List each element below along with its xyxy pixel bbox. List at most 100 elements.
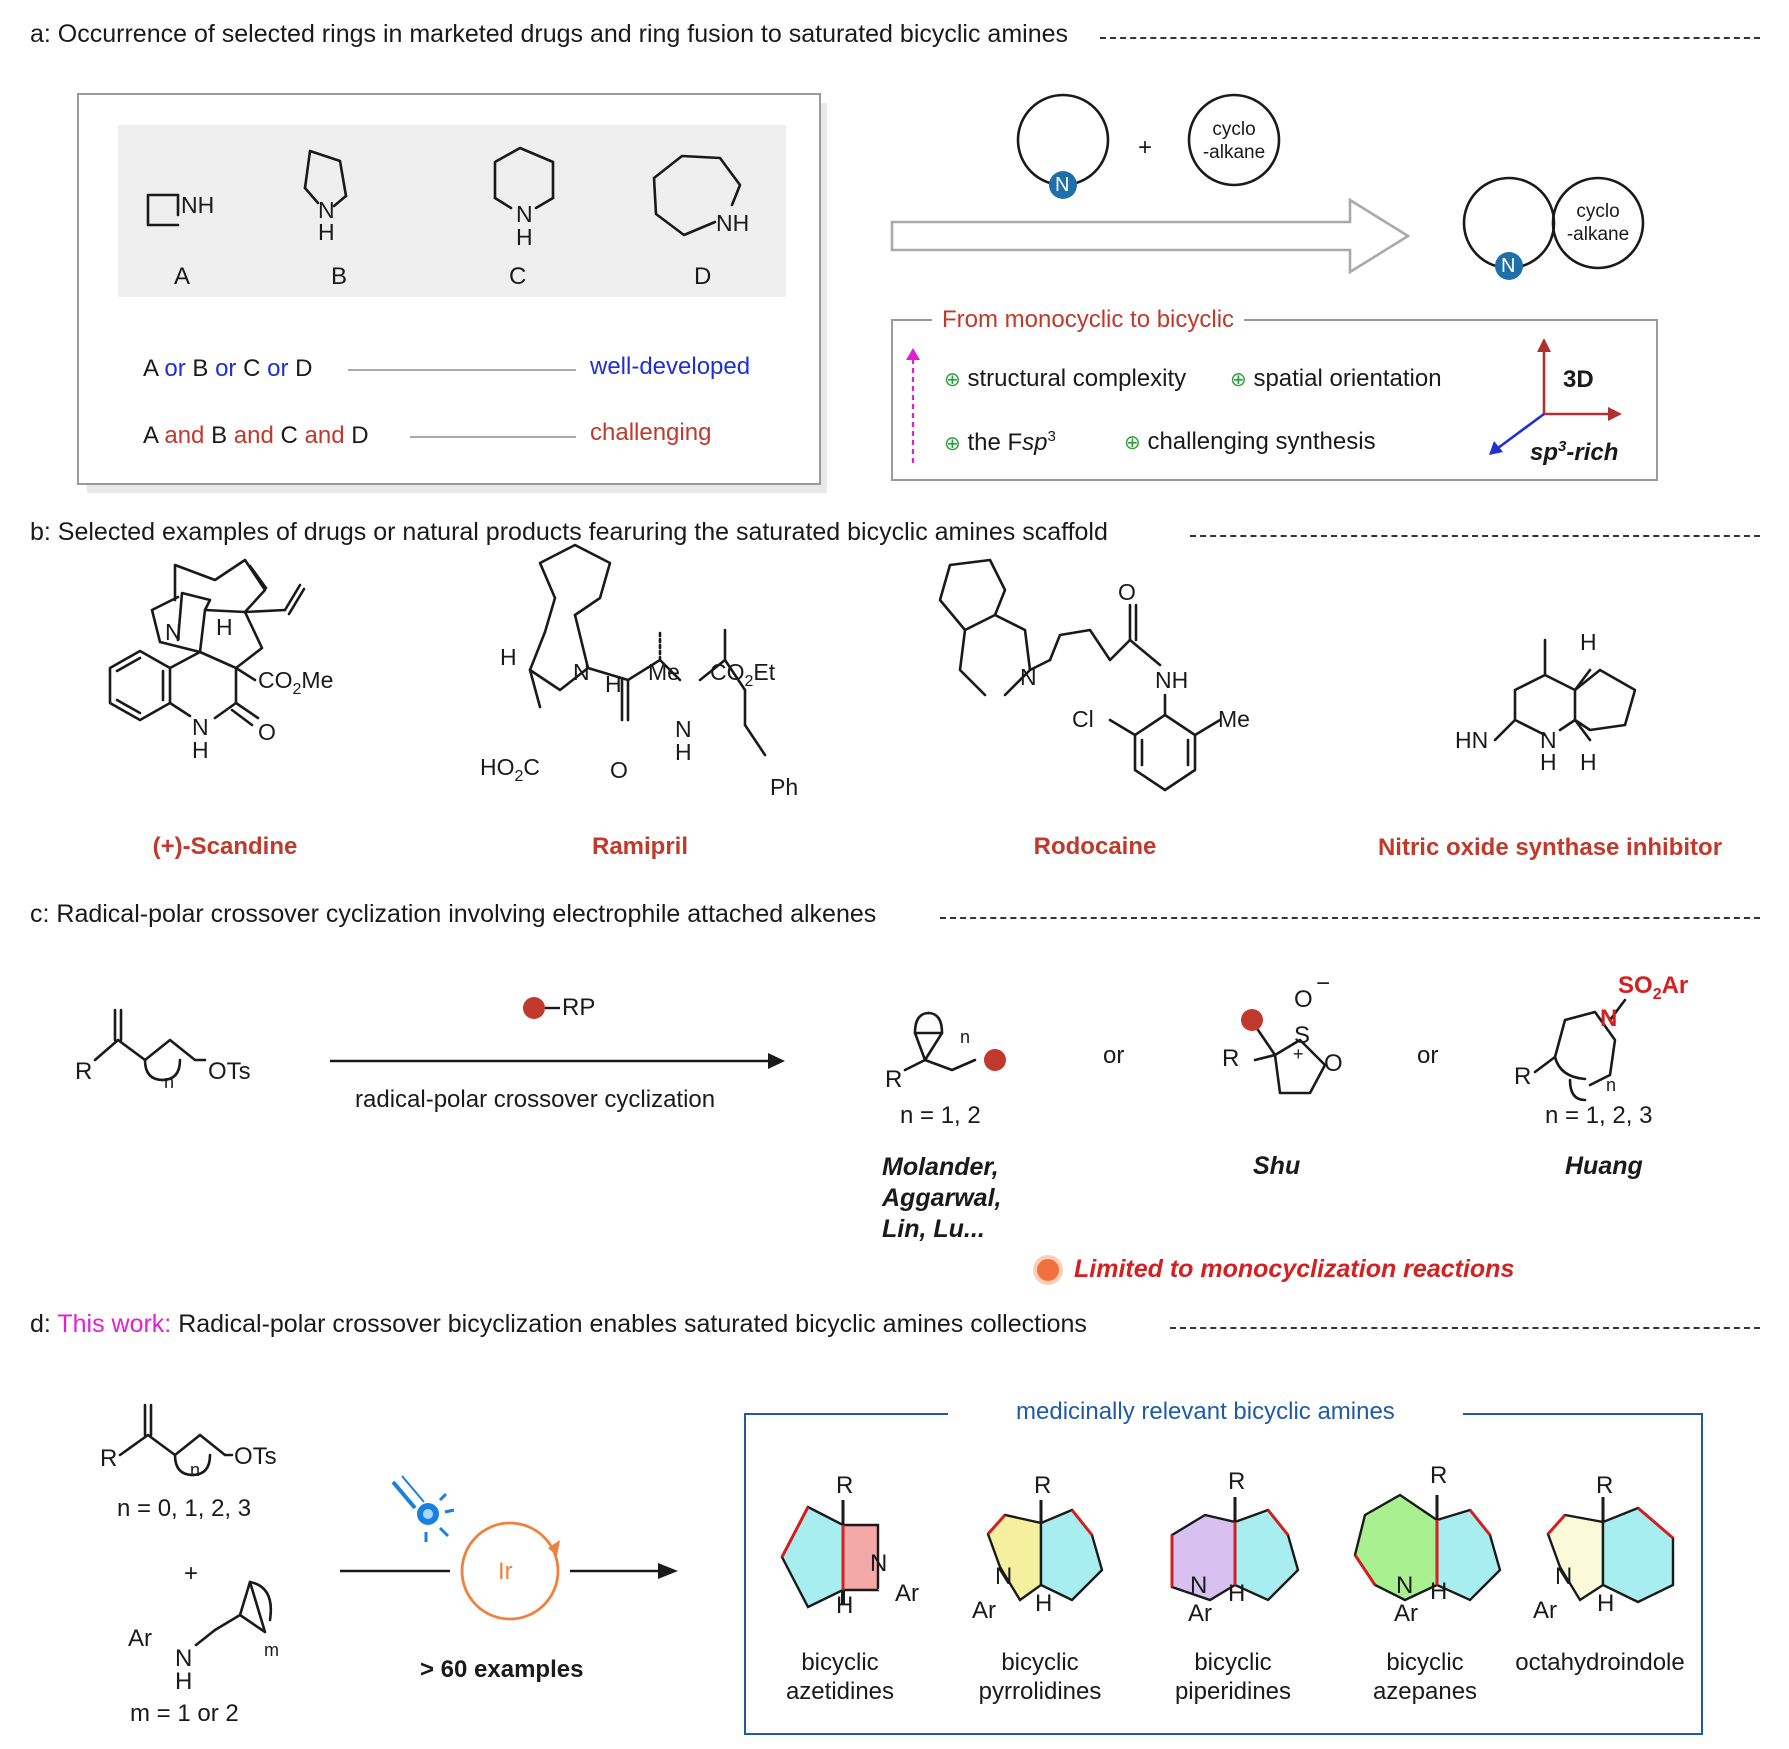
section-a-header: a: Occurrence of selected rings in marke… bbox=[30, 20, 1079, 49]
svg-text:N: N bbox=[192, 714, 209, 740]
mono-item-fsp3: ⊕ the Fsp3 bbox=[944, 428, 1056, 456]
row2-status: challenging bbox=[590, 419, 712, 446]
p2-r: R bbox=[1034, 1472, 1052, 1499]
p1-h: H bbox=[836, 1592, 854, 1619]
ring-a-label: A bbox=[174, 263, 191, 290]
product-piperidine bbox=[1170, 1497, 1300, 1602]
amine-cond: m = 1 or 2 bbox=[130, 1700, 239, 1727]
rodocaine-structure: N O NH Cl Me bbox=[938, 558, 1250, 792]
substrate-d-n: n bbox=[190, 1460, 201, 1480]
plus-circle-icon: ⊕ bbox=[1230, 369, 1247, 391]
ring-d-atom: NH bbox=[716, 210, 749, 236]
svg-text:H: H bbox=[1540, 749, 1557, 775]
mono-bi-box bbox=[891, 319, 1658, 481]
svg-text:H: H bbox=[1580, 749, 1597, 775]
svg-text:N: N bbox=[1020, 664, 1037, 690]
ring-c-atom: N bbox=[516, 201, 533, 227]
row2-expression: A and B and C and D bbox=[143, 422, 369, 449]
substrate-d-cond: n = 0, 1, 2, 3 bbox=[117, 1495, 252, 1522]
ring-b-label: B bbox=[331, 263, 348, 290]
svg-text:N: N bbox=[165, 619, 182, 645]
p2-n: N bbox=[995, 1563, 1013, 1590]
scheme-n-1: N bbox=[1055, 174, 1070, 196]
p4-ar: Ar bbox=[1394, 1600, 1418, 1627]
ring-b-h: H bbox=[318, 219, 335, 245]
compound-name-rodocaine: Rodocaine bbox=[1033, 833, 1157, 860]
reagent-label: RP bbox=[562, 994, 596, 1021]
svg-text:O: O bbox=[258, 719, 276, 745]
p3-h: H bbox=[1228, 1580, 1246, 1607]
compound-name-ramipril: Ramipril bbox=[591, 833, 689, 860]
p1-r: R bbox=[836, 1472, 854, 1499]
product-c2-minus: − bbox=[1316, 970, 1331, 997]
ring-a-atom: NH bbox=[181, 192, 214, 218]
substrate-c-n: n bbox=[164, 1072, 175, 1092]
substrate-d bbox=[118, 1403, 234, 1477]
product-c1-cond: n = 1, 2 bbox=[900, 1102, 981, 1129]
compound-name-scandine: (+)-Scandine bbox=[152, 833, 298, 860]
substrate-c-r: R bbox=[75, 1058, 93, 1085]
product-c2 bbox=[1241, 1009, 1327, 1095]
product-c1-r: R bbox=[885, 1066, 903, 1093]
ring-c-h: H bbox=[516, 224, 533, 250]
amine-n: N bbox=[175, 1645, 193, 1672]
product-c3-nn: N bbox=[1600, 1005, 1618, 1032]
lamp-icon bbox=[391, 1475, 455, 1542]
product-c1-n: n bbox=[960, 1027, 971, 1047]
mono-bi-title: From monocyclic to bicyclic bbox=[932, 306, 1245, 334]
or-1: or bbox=[1103, 1042, 1125, 1069]
ring-strip bbox=[118, 125, 786, 297]
ring-b-pyrrolidine: N H bbox=[303, 149, 348, 245]
svg-text:O: O bbox=[610, 757, 628, 783]
product-octahydroindole bbox=[1546, 1497, 1675, 1604]
svg-text:H: H bbox=[216, 614, 233, 640]
svg-text:N: N bbox=[675, 716, 692, 742]
svg-text:H: H bbox=[1580, 629, 1597, 655]
p3-n: N bbox=[1190, 1572, 1208, 1599]
section-d-header: d: This work: Radical-polar crossover bi… bbox=[30, 1310, 1097, 1339]
ring-b-atom: N bbox=[318, 197, 335, 223]
p5-n: N bbox=[1555, 1563, 1573, 1590]
authors-c3: Huang bbox=[1565, 1152, 1643, 1180]
p1-ar: Ar bbox=[895, 1580, 919, 1607]
product-c3-so2ar: SO2Ar bbox=[1618, 972, 1689, 1003]
svg-text:Me: Me bbox=[1218, 706, 1250, 732]
svg-text:H: H bbox=[675, 739, 692, 765]
section-b-header: b: Selected examples of drugs or natural… bbox=[30, 518, 1118, 547]
svg-text:H: H bbox=[500, 644, 517, 670]
row2-line bbox=[410, 436, 576, 438]
p4-r: R bbox=[1430, 1462, 1448, 1489]
scheme-n-2: N bbox=[1501, 255, 1516, 277]
plus-circle-icon: ⊕ bbox=[1124, 432, 1141, 454]
nos-inhibitor-structure: H HN N H H bbox=[1455, 629, 1637, 775]
ring-c-piperidine: N H bbox=[493, 146, 555, 250]
product-azetidine bbox=[780, 1500, 896, 1609]
scandine-structure: N H O CO2Me N H bbox=[108, 558, 333, 763]
p4-n: N bbox=[1396, 1572, 1414, 1599]
svg-text:Ph: Ph bbox=[770, 774, 798, 800]
hollow-arrow bbox=[890, 197, 1411, 275]
product-c2-r: R bbox=[1222, 1045, 1240, 1072]
amine-d bbox=[194, 1580, 273, 1647]
p1-n: N bbox=[870, 1550, 888, 1577]
svg-text:Cl: Cl bbox=[1072, 706, 1094, 732]
product-c2-o1: O bbox=[1294, 986, 1313, 1013]
or-2: or bbox=[1417, 1042, 1439, 1069]
svg-text:HN: HN bbox=[1455, 727, 1488, 753]
plus-circle-icon: ⊕ bbox=[944, 369, 961, 391]
scheme-cyclo-2: cyclo-alkane bbox=[1566, 201, 1630, 245]
product-c2-s: S bbox=[1294, 1022, 1311, 1049]
catalyst-label: Ir bbox=[498, 1558, 513, 1585]
amine-h: H bbox=[175, 1668, 193, 1695]
svg-text:HO2C: HO2C bbox=[480, 754, 540, 785]
compound-name-nos: Nitric oxide synthase inhibitor bbox=[1377, 834, 1723, 861]
axis-3d-label: 3D bbox=[1563, 366, 1594, 393]
row1-expression: A or B or C or D bbox=[143, 355, 313, 382]
plus-d: + bbox=[184, 1560, 199, 1587]
